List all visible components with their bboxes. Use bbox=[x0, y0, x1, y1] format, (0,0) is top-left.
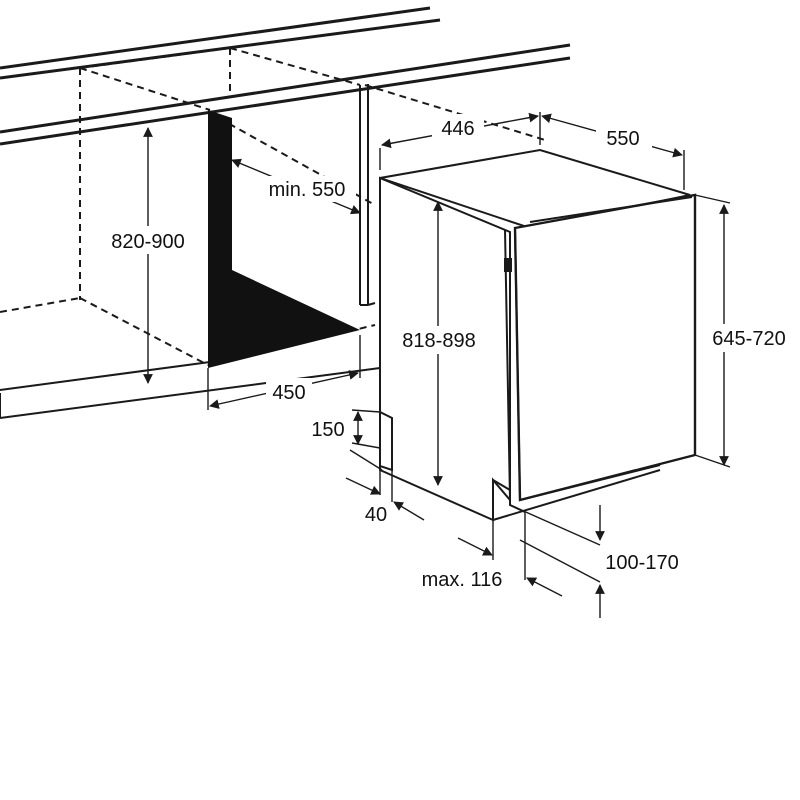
label-door-height: 645-720 bbox=[712, 328, 785, 350]
dim-niche-depth: min. 550 bbox=[231, 158, 361, 215]
dim-plinth-range: 100-170 bbox=[509, 504, 679, 618]
label-niche-width: 450 bbox=[272, 382, 305, 404]
label-appliance-width: 446 bbox=[441, 118, 474, 140]
dim-door-height: 645-720 bbox=[694, 194, 798, 468]
label-door-offset: max. 116 bbox=[422, 569, 503, 591]
label-appliance-depth: 550 bbox=[606, 128, 639, 150]
dim-cabinet-height: 820-900 bbox=[100, 127, 198, 384]
worktop bbox=[0, 6, 571, 146]
niche-opening bbox=[208, 110, 360, 368]
dim-plinth-setback: 40 bbox=[345, 449, 425, 526]
label-cabinet-height: 820-900 bbox=[111, 231, 184, 253]
dim-appliance-height: 818-898 bbox=[390, 201, 488, 486]
dim-niche-width: 450 bbox=[207, 335, 361, 410]
label-plinth-range: 100-170 bbox=[605, 552, 678, 574]
label-plinth-setback: 40 bbox=[365, 504, 387, 526]
label-plinth-height: 150 bbox=[311, 419, 344, 441]
dim-plinth-height: 150 bbox=[311, 409, 381, 449]
label-niche-depth: min. 550 bbox=[269, 179, 346, 201]
dim-door-offset: max. 116 bbox=[422, 512, 563, 597]
cabinet-front bbox=[0, 84, 381, 419]
label-appliance-height: 818-898 bbox=[402, 330, 475, 352]
dim-appliance-top: 446 550 bbox=[379, 112, 685, 190]
